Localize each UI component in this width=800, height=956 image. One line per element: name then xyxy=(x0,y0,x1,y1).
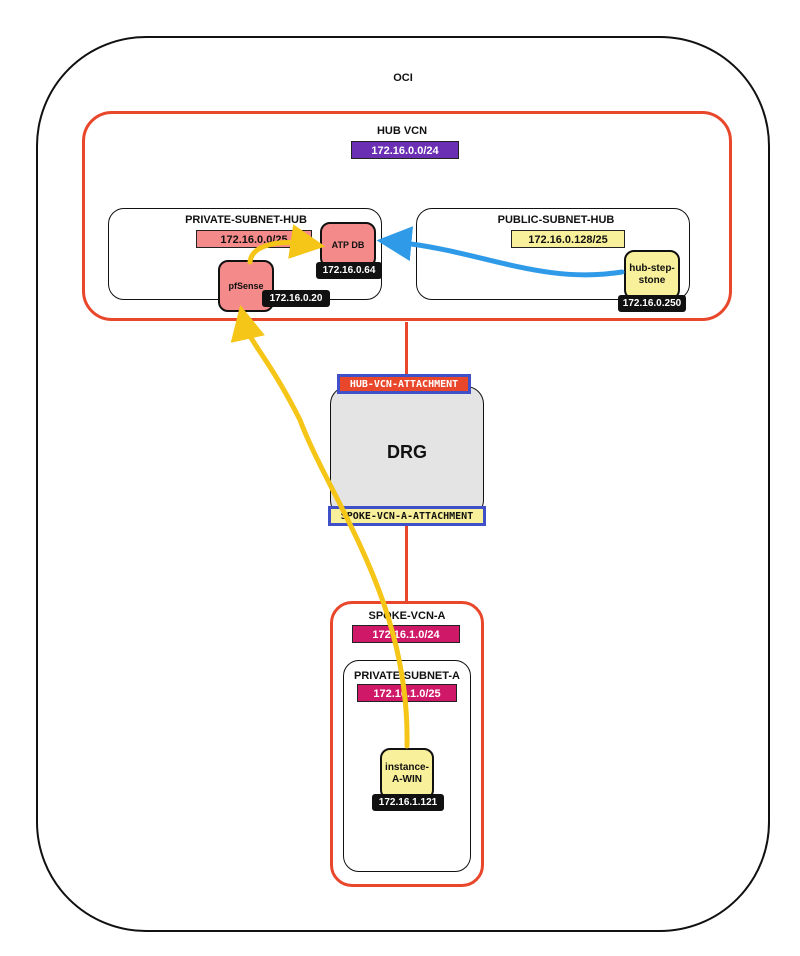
pfsense-ip: 172.16.0.20 xyxy=(262,290,330,307)
pfsense-label: pfSense xyxy=(228,281,264,291)
spoke-vcn-a-cidr: 172.16.1.0/24 xyxy=(352,625,460,643)
hub-vcn-attachment[interactable]: HUB-VCN-ATTACHMENT xyxy=(337,374,471,394)
flow-stepstone-to-atp xyxy=(376,226,625,278)
drg-spoke-connector xyxy=(405,525,408,603)
instance-a-win-node[interactable]: instance-A-WIN xyxy=(380,748,434,800)
public-subnet-hub-cidr: 172.16.0.128/25 xyxy=(511,230,625,248)
hub-step-stone-label: hub-step-stone xyxy=(629,263,675,286)
drg-node[interactable]: DRG xyxy=(330,386,484,518)
private-subnet-hub-label: PRIVATE-SUBNET-HUB xyxy=(185,214,307,226)
instance-a-win-ip: 172.16.1.121 xyxy=(372,794,444,811)
flow-instance-to-pfsense xyxy=(230,304,410,749)
hub-step-stone-node[interactable]: hub-step-stone xyxy=(624,250,680,300)
hub-vcn-label: HUB VCN xyxy=(376,125,428,137)
atp-db-label: ATP DB xyxy=(331,240,365,250)
public-subnet-hub-label: PUBLIC-SUBNET-HUB xyxy=(497,214,615,226)
oci-label: OCI xyxy=(393,72,413,84)
private-subnet-a-label: PRIVATE-SUBNET-A xyxy=(354,670,460,682)
flow-pfsense-to-atp xyxy=(247,224,326,265)
hub-vcn-cidr: 172.16.0.0/24 xyxy=(351,141,459,159)
atp-db-node[interactable]: ATP DB xyxy=(320,222,376,268)
drg-label: DRG xyxy=(387,441,427,462)
atp-db-ip: 172.16.0.64 xyxy=(316,262,382,279)
hub-step-stone-ip: 172.16.0.250 xyxy=(618,295,686,312)
spoke-vcn-attachment[interactable]: SPOKE-VCN-A-ATTACHMENT xyxy=(328,506,486,526)
instance-a-win-label: instance-A-WIN xyxy=(385,762,429,785)
hub-drg-connector xyxy=(405,322,408,374)
